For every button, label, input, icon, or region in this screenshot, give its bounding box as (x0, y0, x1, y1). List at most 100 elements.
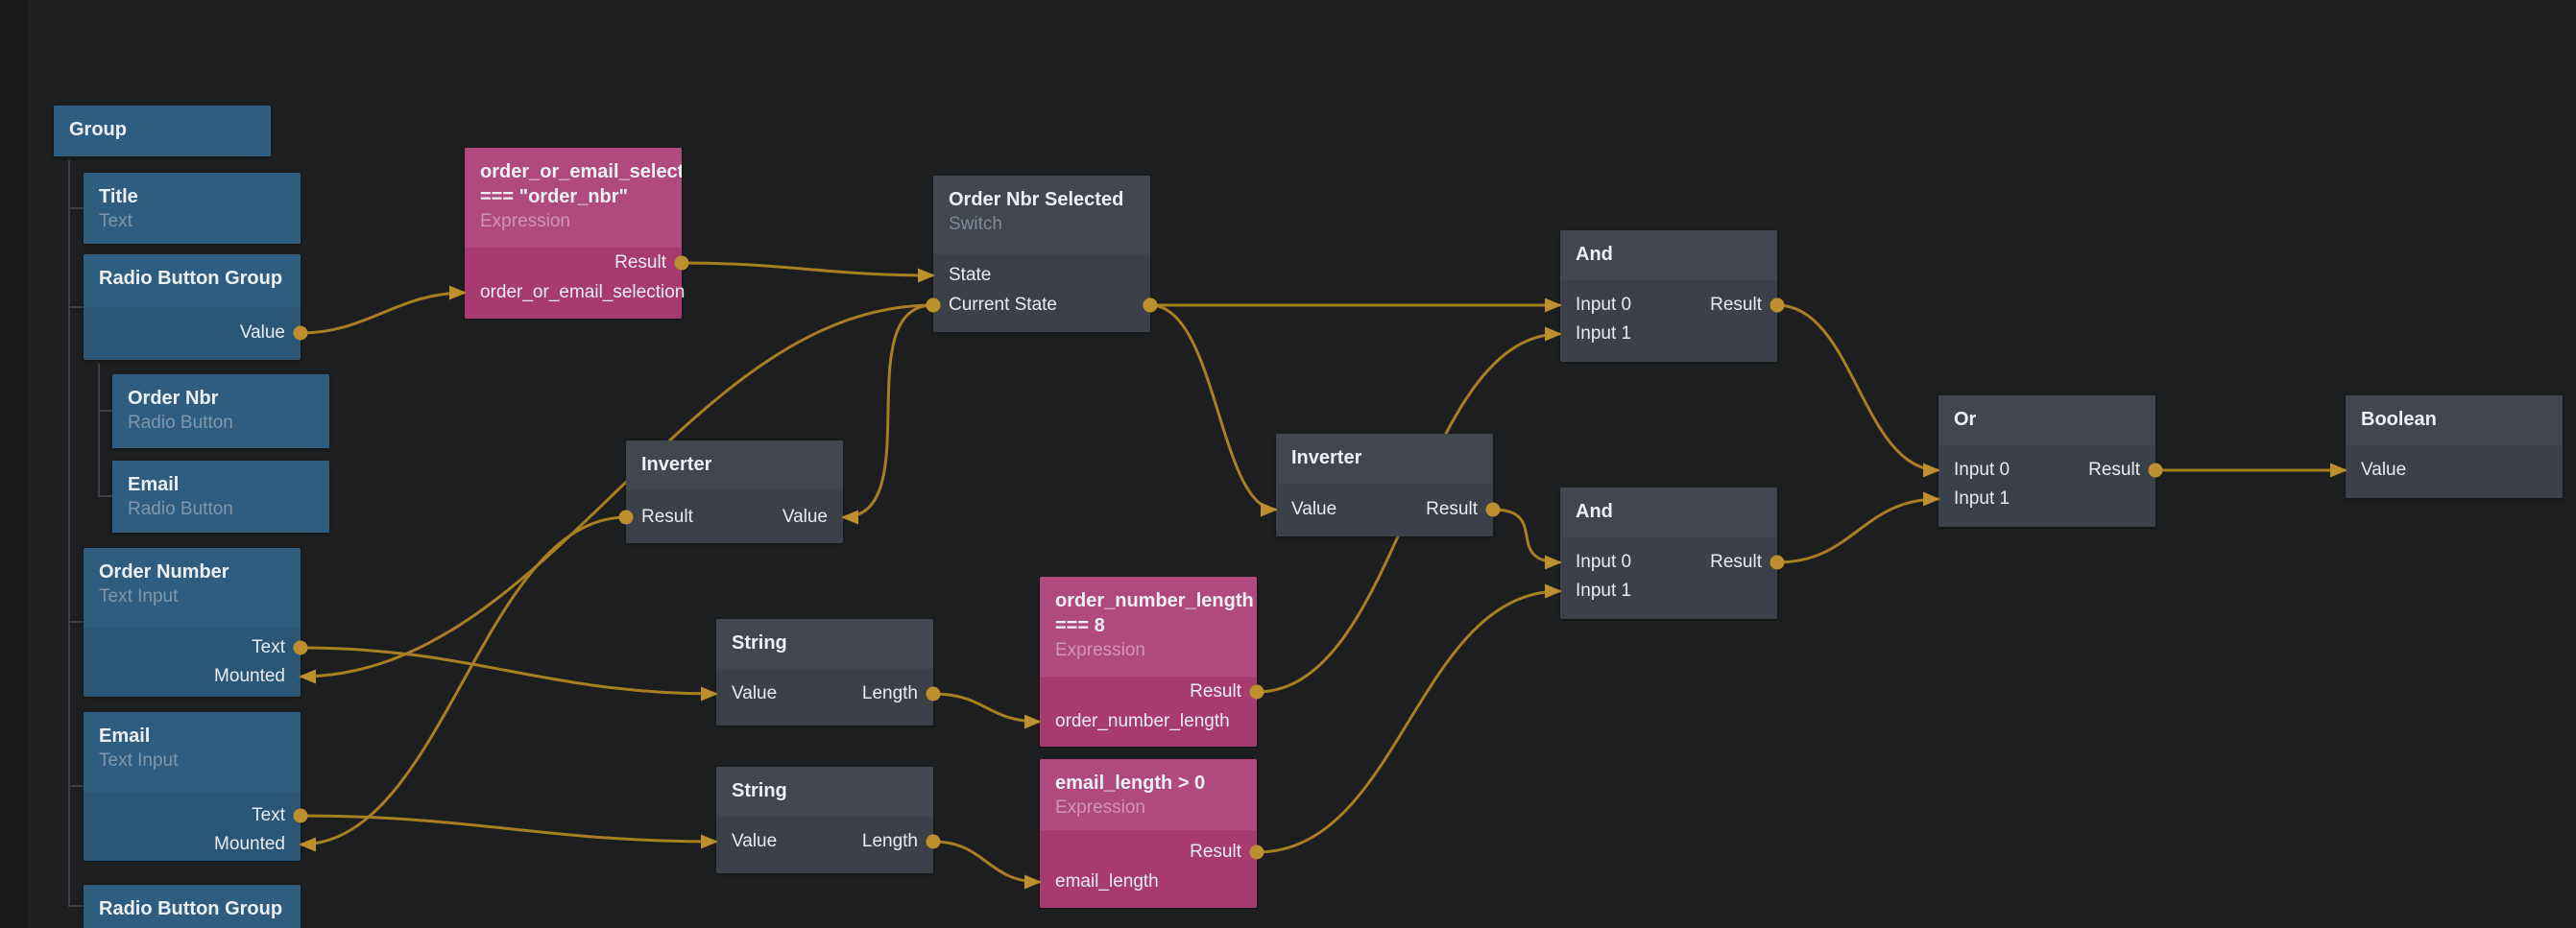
node-title: email_length > 0 (1055, 773, 1206, 794)
node-title: === "order_nbr" (480, 186, 629, 207)
port-input-0[interactable]: Input 0 (1576, 295, 1632, 315)
tree-vertical-line (98, 364, 100, 496)
wire-inverter2-result-to-and2-input0[interactable] (1492, 508, 1561, 564)
wire-string1-length-to-expr2[interactable] (932, 692, 1041, 724)
tree-tick-line (68, 207, 84, 209)
wire-expr3-result-to-and2-input1[interactable] (1256, 589, 1561, 854)
wire-switch-cs-to-inverter2-value[interactable] (1149, 303, 1277, 512)
node-group[interactable]: Group (54, 106, 271, 156)
port-input-1[interactable]: Input 1 (1954, 488, 2010, 509)
node-subtitle: Expression (480, 211, 570, 231)
port-value[interactable]: Value (1291, 499, 1337, 519)
port-length[interactable]: Length (861, 683, 918, 703)
port-order-number-length[interactable]: order_number_length (1055, 711, 1230, 731)
node-subtitle: Text (99, 211, 132, 231)
node-expr-order-or-email[interactable]: order_or_email_selection === "order_nbr" E… (465, 148, 686, 319)
input-arrow-icon[interactable] (299, 669, 316, 684)
node-title: Order Nbr (128, 388, 219, 409)
wire-switch-cs-to-inverter1-value[interactable] (842, 303, 934, 519)
port-result[interactable]: Result (614, 252, 666, 273)
port-value[interactable]: Value (782, 507, 828, 527)
port-result[interactable]: Result (1190, 681, 1241, 702)
wire-ordernumber-text-to-string1-value[interactable] (300, 646, 717, 696)
port-result[interactable]: Result (1710, 552, 1762, 572)
node-title: Or (1954, 409, 1977, 430)
port-input-0[interactable]: Input 0 (1954, 460, 2010, 480)
port-mounted[interactable]: Mounted (214, 666, 285, 686)
wire-and1-result-to-or-input0[interactable] (1776, 303, 1939, 472)
input-arrow-icon[interactable] (841, 510, 858, 525)
node-subtitle: Radio Button (128, 499, 233, 519)
node-subtitle: Expression (1055, 640, 1145, 660)
node-title: String (732, 632, 787, 654)
input-arrow-icon[interactable] (299, 837, 316, 852)
port-current-state[interactable]: Current State (949, 295, 1057, 315)
port-value[interactable]: Value (239, 322, 285, 343)
node-header: And (1560, 230, 1777, 280)
wire-and2-result-to-or-input1[interactable] (1776, 497, 1939, 564)
port-state[interactable]: State (949, 265, 992, 285)
port-mounted[interactable]: Mounted (214, 834, 285, 854)
tree-tick-line (68, 306, 84, 308)
wire-expr1-result-to-switch-state[interactable] (681, 261, 934, 277)
port-input-1[interactable]: Input 1 (1576, 323, 1632, 344)
wire-email-text-to-string2-value[interactable] (300, 814, 717, 844)
port-value[interactable]: Value (732, 683, 778, 703)
port-result[interactable]: Result (1710, 295, 1762, 315)
port-result[interactable]: Result (641, 507, 693, 527)
port-length[interactable]: Length (861, 831, 918, 851)
wire-rbg1-value-to-expr1[interactable] (300, 291, 466, 335)
node-title: Title (99, 186, 138, 207)
wire-inverter1-result-to-email-mounted[interactable] (300, 515, 627, 846)
tree-tick-line (68, 905, 84, 907)
node-header: Radio Button Group (84, 254, 301, 307)
node-title: Email (99, 726, 151, 747)
node-subtitle: Text Input (99, 586, 179, 607)
port-value[interactable]: Value (732, 831, 778, 851)
node-header: order_or_email_selection === "order_nbr" E… (465, 148, 682, 248)
node-title: String (732, 780, 787, 801)
port-input-0[interactable]: Input 0 (1576, 552, 1632, 572)
node-header: Group (54, 106, 271, 156)
port-result[interactable]: Result (1190, 842, 1241, 862)
port-text[interactable]: Text (252, 805, 285, 825)
node-header: Boolean (2346, 395, 2563, 445)
port-input-1[interactable]: Input 1 (1576, 581, 1632, 601)
port-text[interactable]: Text (252, 637, 285, 657)
node-title: Radio Button Group (99, 898, 283, 919)
node-header: And (1560, 488, 1777, 537)
port-result[interactable]: Result (2088, 460, 2140, 480)
node-title: order_or_email_selection (480, 161, 682, 182)
port-result[interactable]: Result (1426, 499, 1478, 519)
node-title: order_number_length (1055, 590, 1254, 611)
node-title: And (1576, 244, 1613, 265)
tree-tick-line (68, 621, 84, 623)
node-radio-button-group-2[interactable]: Radio Button Group (84, 885, 301, 928)
port-value[interactable]: Value (2361, 460, 2407, 480)
port-email-length[interactable]: email_length (1055, 871, 1159, 892)
port-order-or-email-selection[interactable]: order_or_email_selection (480, 282, 686, 302)
wire-string2-length-to-expr3[interactable] (932, 840, 1041, 884)
